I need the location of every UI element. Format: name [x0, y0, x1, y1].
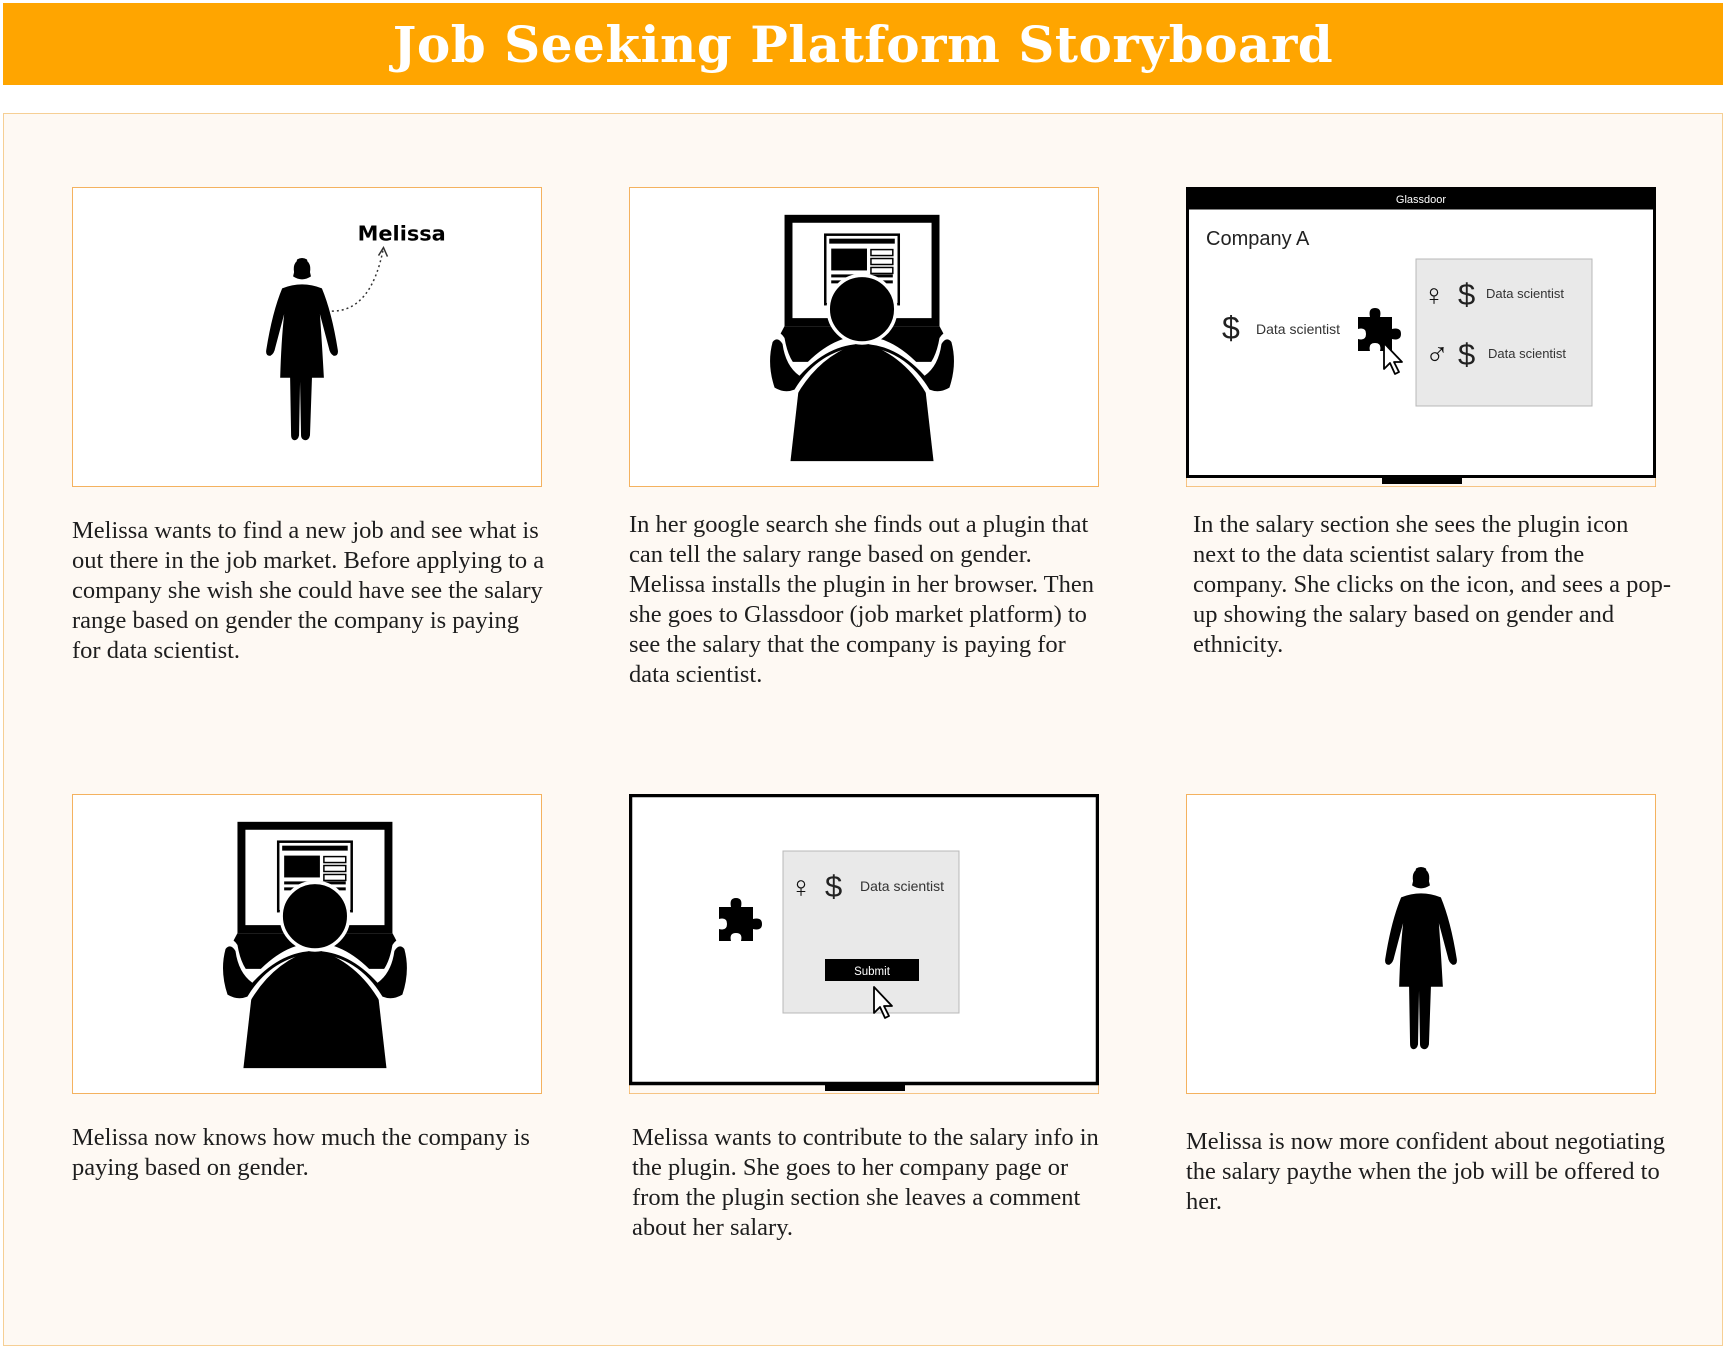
panel-1: Melissa [72, 187, 542, 487]
female-symbol-icon: ♀ [1423, 279, 1446, 312]
panel-2 [629, 187, 1099, 487]
popup-label: Data scientist [860, 878, 944, 894]
dollar-icon: $ [1458, 337, 1475, 372]
company-name: Company A [1206, 228, 1310, 250]
dollar-icon: $ [825, 869, 842, 904]
popup-row-label: Data scientist [1486, 286, 1564, 301]
dotted-arrow-icon [331, 247, 385, 312]
glassdoor-title: Glassdoor [1396, 194, 1446, 206]
page-title: Job Seeking Platform Storyboard [392, 14, 1334, 74]
panel-3-caption: In the salary section she sees the plugi… [1193, 511, 1672, 658]
person-at-computer-icon [215, 820, 415, 1070]
male-symbol-icon: ♂ [1425, 336, 1449, 372]
panel-5: ♀ $ Data scientist Submit [629, 794, 1099, 1094]
submit-button[interactable] [825, 959, 919, 981]
panel-6 [1186, 794, 1656, 1094]
female-symbol-icon: ♀ [790, 871, 813, 904]
glassdoor-screen: Glassdoor Company A $ Data scientist ♀ $… [1186, 187, 1656, 487]
panel-6-caption: Melissa is now more confident about nego… [1186, 1128, 1666, 1215]
storyboard: Melissa Melissa wants to find a new job … [3, 113, 1723, 1346]
panel-3: Glassdoor Company A $ Data scientist ♀ $… [1186, 187, 1656, 487]
dollar-icon: $ [1458, 277, 1475, 312]
plugin-screen: ♀ $ Data scientist Submit [629, 794, 1099, 1094]
popup-row-label: Data scientist [1488, 346, 1566, 361]
submit-button-label: Submit [854, 966, 891, 978]
dollar-icon: $ [1222, 310, 1240, 346]
woman-figure-icon [266, 258, 338, 441]
person-at-computer-icon [762, 213, 962, 463]
title-banner: Job Seeking Platform Storyboard [3, 3, 1723, 85]
panel-5-caption: Melissa wants to contribute to the salar… [632, 1124, 1099, 1241]
contribute-popup [782, 850, 960, 1014]
panel-6-illustration [1385, 867, 1457, 1050]
panel-2-caption: In her google search she finds out a plu… [629, 511, 1094, 688]
woman-figure-icon [1385, 867, 1457, 1050]
panel-4 [72, 794, 542, 1094]
salary-popup [1415, 258, 1593, 407]
panel-1-caption: Melissa wants to find a new job and see … [72, 517, 545, 664]
panel-1-illustration: Melissa [266, 222, 446, 441]
name-label: Melissa [358, 222, 446, 246]
panel-4-caption: Melissa now knows how much the company i… [72, 1124, 530, 1181]
salary-label: Data scientist [1256, 321, 1340, 337]
